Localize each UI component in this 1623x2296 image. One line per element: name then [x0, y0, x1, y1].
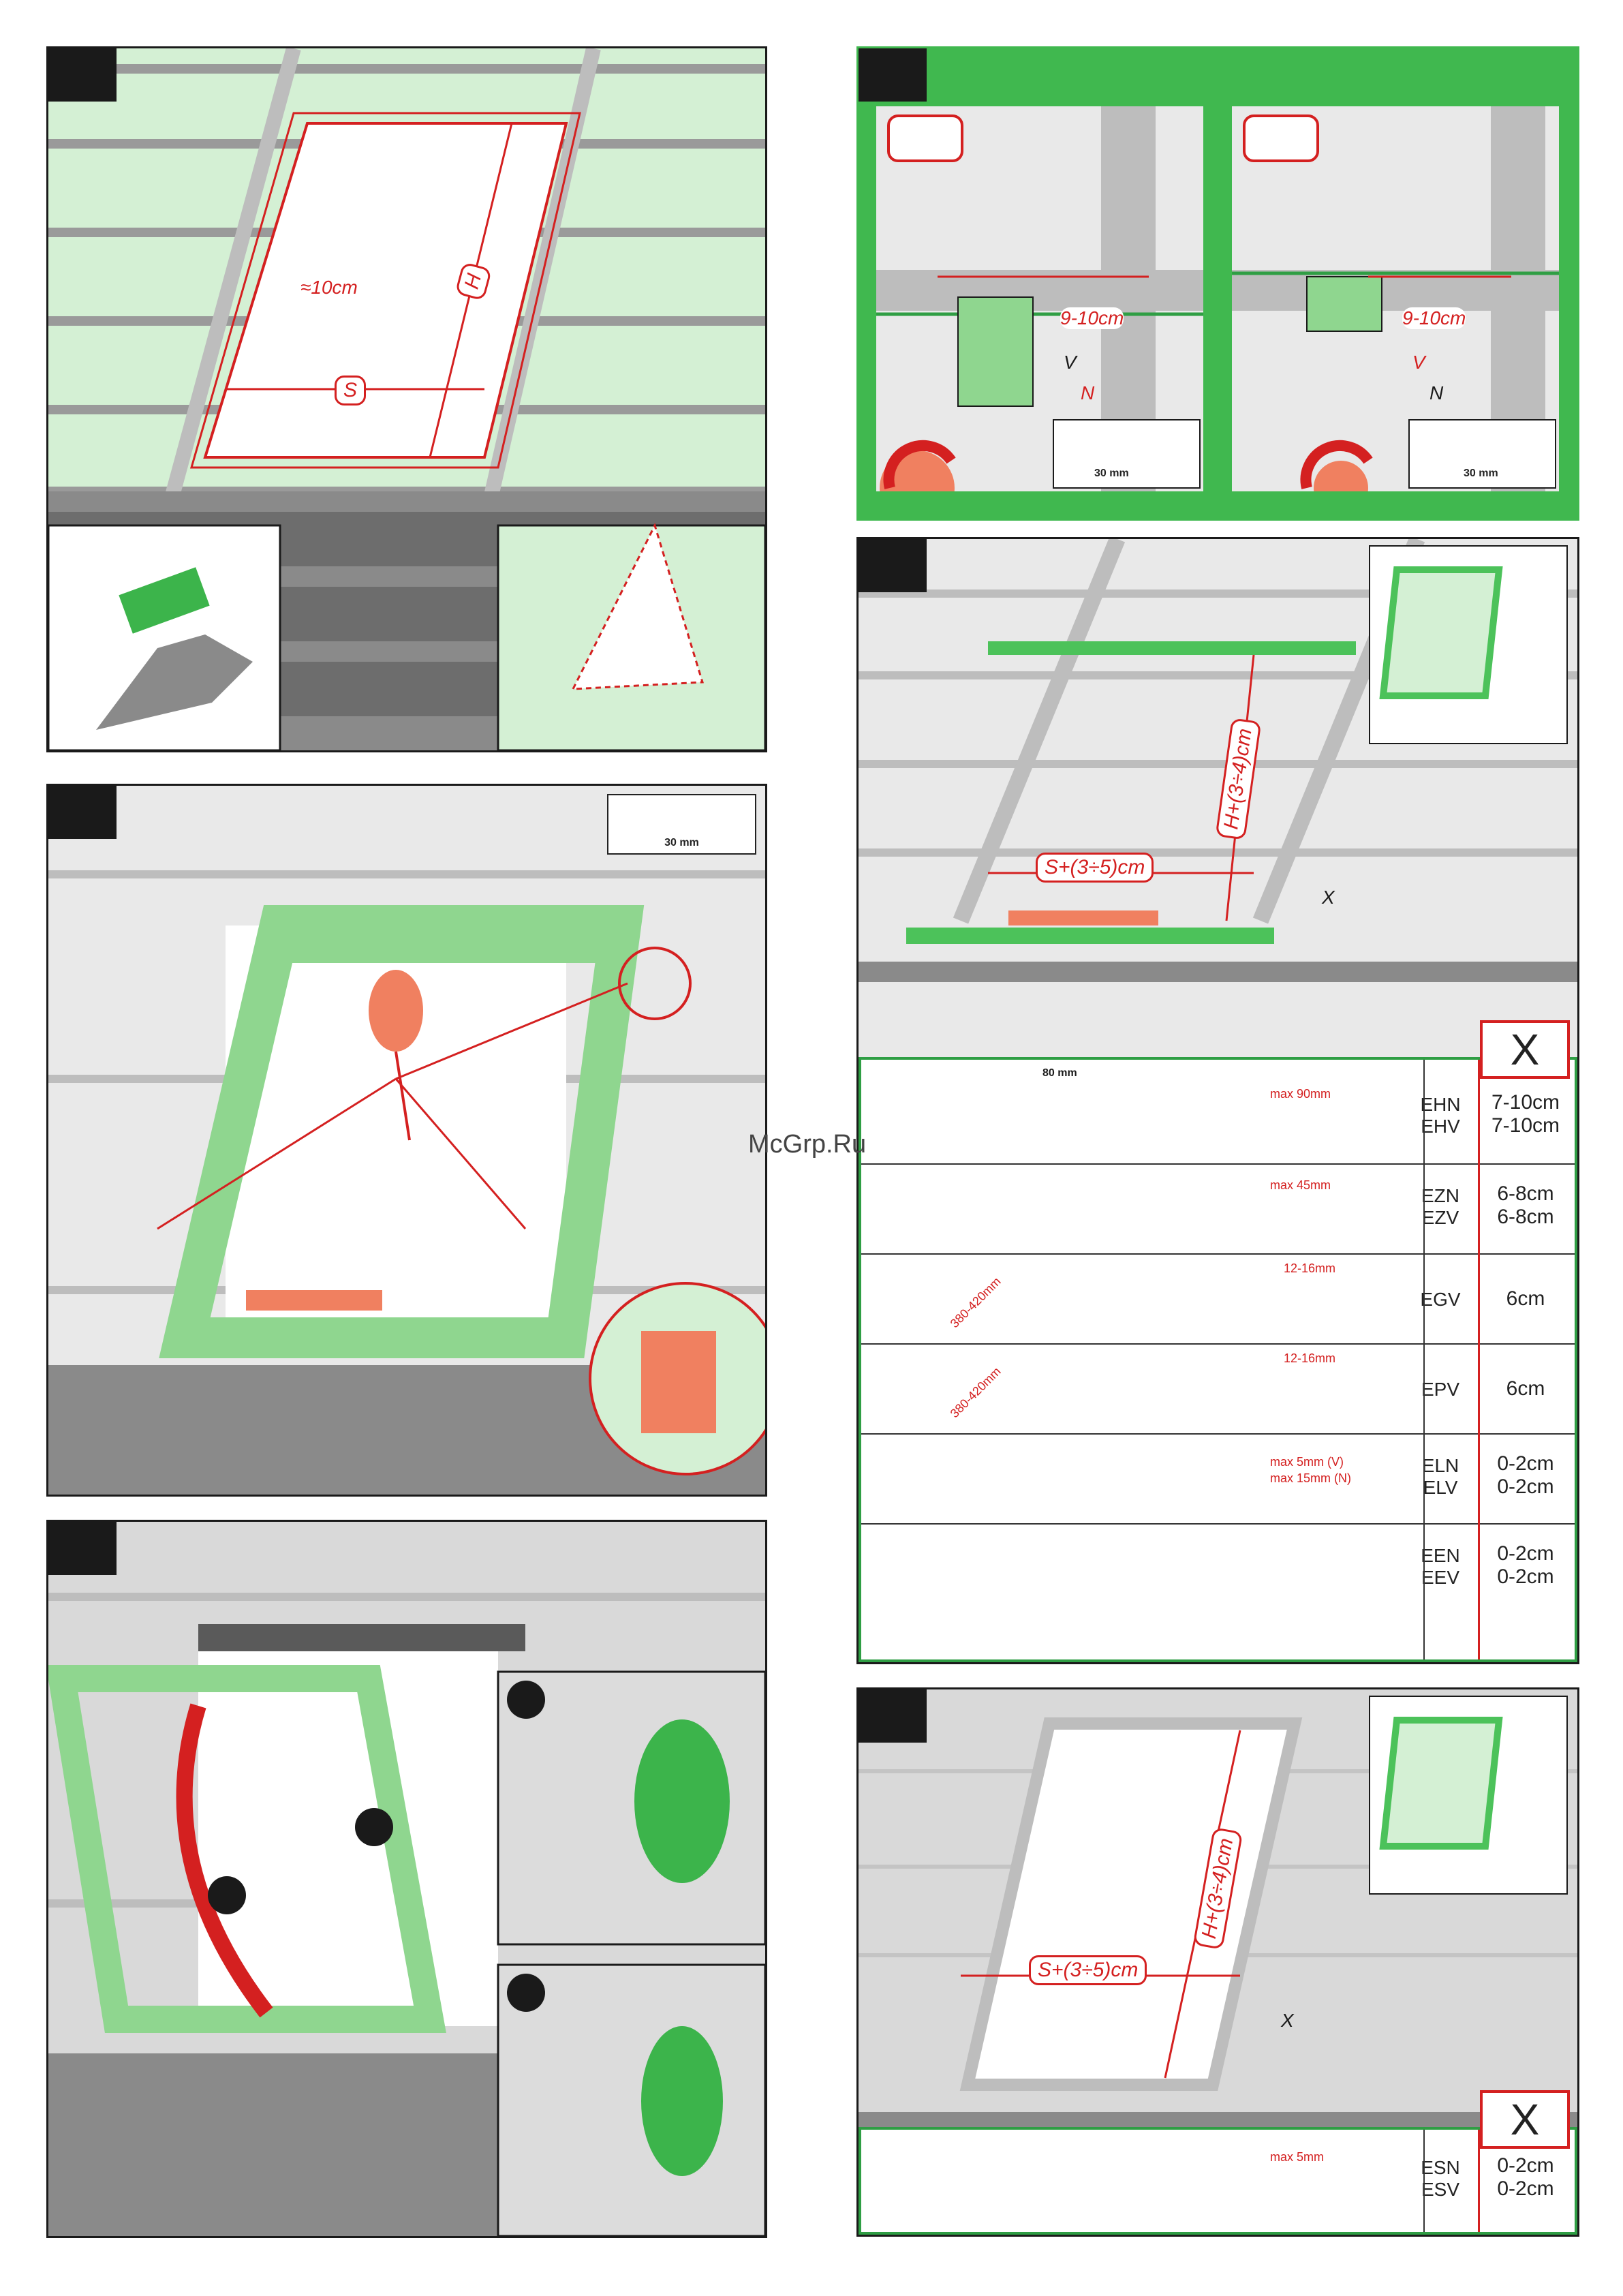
row-codes: EGV: [1420, 1289, 1461, 1310]
step-badge: [48, 1522, 117, 1575]
frame-mount-drawing: [48, 870, 765, 1495]
step-panel-5: S+(3÷5)cm H+(3÷4)cm X 80 mm X max 90mm E…: [856, 537, 1579, 1664]
row-codes: ESN ESV: [1421, 2157, 1460, 2200]
step-badge: [48, 48, 117, 102]
screw-30mm-box: 30 mm: [607, 794, 756, 855]
row-values: 6-8cm 6-8cm: [1497, 1182, 1554, 1228]
row-note-2: 380-420mm: [947, 1274, 1004, 1331]
table-row: max 90mm EHN EHV 7-10cm 7-10cm: [861, 1073, 1575, 1163]
table-header-x: X: [1480, 1020, 1570, 1079]
table-divider: [1478, 1060, 1480, 1659]
sash-install-drawing: [48, 1522, 765, 2236]
x-marker-label: X: [1322, 887, 1335, 908]
row-values: 6cm: [1506, 1287, 1545, 1310]
roof-opening-drawing: [48, 48, 765, 750]
step-panel-2: 30 mm: [46, 784, 767, 1497]
approx-10cm-label: ≈10cm: [300, 277, 358, 298]
flat-flashing-table: X max 5mm ESN ESV 0-2cm 0-2cm: [859, 2090, 1577, 2235]
step-panel-6: S+(3÷5)cm H+(3÷4)cm X X max 5mm ESN ESV …: [856, 1687, 1579, 2237]
table-row: 12-16mm 380-420mm EPV 6cm: [861, 1343, 1575, 1435]
row-note: 12-16mm: [1284, 1351, 1336, 1365]
distance-label: 9-10cm: [1402, 307, 1466, 329]
row-note: max 5mm (V): [1270, 1455, 1344, 1469]
row-codes: EEN EEV: [1421, 1545, 1460, 1588]
row-values: 7-10cm 7-10cm: [1491, 1091, 1560, 1137]
n-label: N: [1081, 382, 1095, 403]
step-badge: [48, 786, 117, 839]
flashing-table: X max 90mm EHN EHV 7-10cm 7-10cm max 45m…: [859, 1020, 1577, 1662]
step-panel-3: [46, 1520, 767, 2238]
step-badge: [859, 48, 927, 102]
row-note: 12-16mm: [1284, 1261, 1336, 1275]
table-row: max 5mm (V) max 15mm (N) ELN ELV 0-2cm 0…: [861, 1433, 1575, 1525]
v-label: V: [1412, 352, 1425, 373]
step-panel-4: 9-10cm V N 30 mm 9-10cm V N 30 mm: [856, 46, 1579, 521]
row-note-2: 380-420mm: [947, 1364, 1004, 1421]
step-marker-dot: [507, 1681, 545, 1719]
step-marker-dot: [355, 1808, 393, 1846]
table-divider: [1423, 2130, 1425, 2232]
row-note: max 90mm: [1270, 1087, 1331, 1101]
step-panel-1: ≈10cm H S: [46, 46, 767, 752]
distance-label: 9-10cm: [1060, 307, 1124, 329]
row-codes: EHN EHV: [1420, 1094, 1461, 1137]
row-codes: ELN ELV: [1421, 1455, 1459, 1498]
step-badge: [859, 539, 927, 592]
table-divider: [1423, 1060, 1425, 1659]
screw-size-label: 80 mm: [1042, 1067, 1077, 1079]
row-codes: EPV: [1421, 1379, 1460, 1400]
variant-marker: [1243, 114, 1319, 162]
row-values: 0-2cm 0-2cm: [1497, 2154, 1554, 2200]
v-label: V: [1064, 352, 1077, 373]
screw-size-label: 30 mm: [1464, 468, 1498, 479]
row-note: max 45mm: [1270, 1178, 1331, 1192]
table-row: max 45mm EZN EZV 6-8cm 6-8cm: [861, 1163, 1575, 1255]
step-marker-dot: [507, 1974, 545, 2012]
width-label: S: [335, 376, 367, 405]
step-marker-dot: [208, 1876, 246, 1914]
n-label: N: [1429, 382, 1444, 403]
s-plus-label: S+(3÷5)cm: [1029, 1955, 1147, 1985]
table-header-x: X: [1480, 2090, 1570, 2149]
screw-size-label: 30 mm: [1094, 468, 1129, 479]
table-row: 12-16mm 380-420mm EGV 6cm: [861, 1253, 1575, 1345]
step-badge: [859, 1689, 927, 1743]
row-values: 0-2cm 0-2cm: [1497, 1542, 1554, 1588]
row-note: max 5mm: [1270, 2150, 1325, 2164]
row-values: 6cm: [1506, 1377, 1545, 1400]
row-codes: EZN EZV: [1421, 1185, 1459, 1228]
s-plus-label: S+(3÷5)cm: [1036, 853, 1154, 883]
batten-layout-drawing: [859, 539, 1577, 982]
row-note-2: max 15mm (N): [1270, 1471, 1352, 1485]
table-row: EEN EEV 0-2cm 0-2cm: [861, 1523, 1575, 1614]
row-values: 0-2cm 0-2cm: [1497, 1452, 1554, 1498]
screw-size-label: 30 mm: [664, 837, 699, 848]
variant-v-box: 9-10cm V N 30 mm: [876, 106, 1203, 491]
variant-n-box: 9-10cm V N 30 mm: [1232, 106, 1559, 491]
variant-marker: [887, 114, 963, 162]
table-divider: [1478, 2130, 1480, 2232]
watermark: McGrp.Ru: [748, 1130, 867, 1159]
x-marker-label: X: [1281, 2010, 1294, 2031]
